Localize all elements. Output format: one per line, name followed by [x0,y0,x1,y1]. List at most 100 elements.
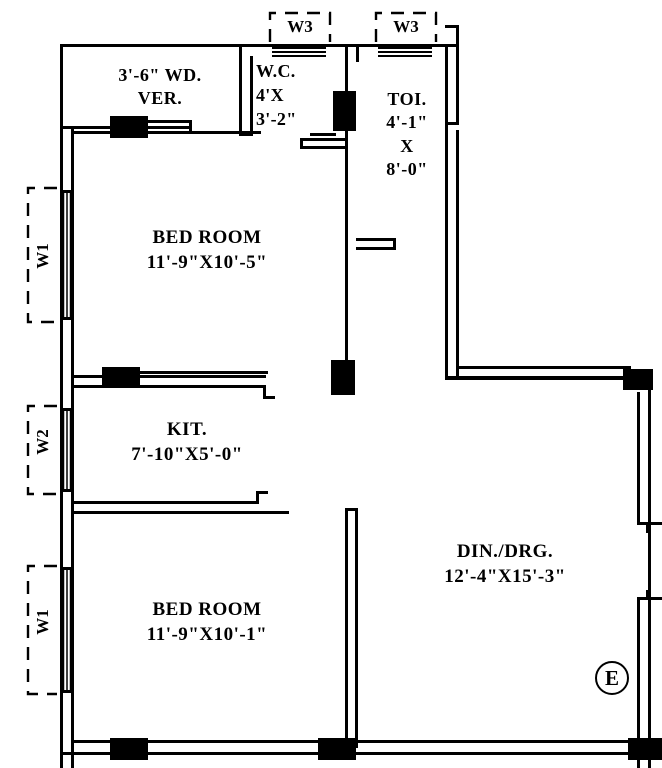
room-label-bedroom-top: BED ROOM 11'-9"X10'-5" [92,226,322,275]
room-label-toilet-line2: 4'-1" [386,112,428,133]
column-bottom-left [110,738,148,760]
door-verandah-leaf-cap [189,120,192,134]
window-w1-top-jambB [60,317,74,320]
wall-wc-bottom-left-cap [300,138,303,149]
tag-box-w1-bottom [26,564,57,696]
window-tag-boxes [26,11,438,696]
wall-wc-right-outer [345,46,348,376]
tag-box-w2 [26,404,57,496]
room-label-dining-drawing: DIN./DRG. 12'-4"X15'-3" [395,540,615,589]
room-label-wc-line1: W.C. [256,61,296,81]
wall-kitchen-bedroom-jog [256,491,259,504]
wall-right-window-jamb-top [646,525,649,533]
room-label-verandah-line1: 3'-6" WD. [118,65,202,85]
window-w3-right-rail-bot [378,55,432,57]
room-label-verandah-line2: VER. [137,88,183,109]
room-label-bedroom-bottom-line1: BED ROOM [152,599,262,620]
window-group-left [60,190,74,693]
wall-toilet-door-jamb-bottom [356,247,396,250]
column-mid-right [331,360,355,395]
wall-wc-bottom [300,138,348,141]
wall-right-exterior-outer [648,380,651,768]
room-label-toilet-line1: TOI. [387,89,427,109]
wall-central-partition-right [355,508,358,748]
window-w3-right-rail-top [378,47,432,49]
room-label-dining-line2: 12'-4"X15'-3" [444,565,566,587]
window-w1-top-jambA [60,190,74,193]
wall-kitchen-divider-end-cap [263,385,266,399]
wall-group-outer [60,25,662,768]
window-tag-w3-right: W3 [393,17,419,36]
room-label-bedroom-bottom: BED ROOM 11'-9"X10'-1" [92,598,322,647]
room-label-kitchen-line1: KIT. [166,419,208,440]
room-label-kitchen-line2: 7'-10"X5'-0" [131,443,243,465]
window-tag-w2: W2 [33,429,52,455]
room-label-kitchen: KIT. 7'-10"X5'-0" [80,418,294,467]
wall-toilet-right-outer [445,46,448,376]
wall-toilet-door-jamb-cap [393,238,396,250]
wall-bedroom-kitchen-divider-top [71,375,266,378]
column-bottom-mid [318,738,356,760]
wall-group-interior [71,238,396,748]
door-verandah-leaf-bottom [148,131,192,134]
room-label-bedroom-top-line2: 11'-9"X10'-5" [146,251,268,273]
column-dining-topright [623,369,653,390]
wall-kitchen-bedroom-jog-2 [256,491,268,494]
wall-right-window-top-cap [637,522,662,525]
window-w1-bottom-jambB [60,690,74,693]
window-w2-jambB [60,489,74,492]
tag-box-w1-top [26,186,57,324]
wall-toilet-right-inner-top [456,25,459,125]
window-w3-left-rail-bot [272,55,326,57]
room-label-wc-line2: 4'X [256,84,284,105]
wall-central-partition-cap [345,508,358,511]
door-wc-leaf [310,133,336,136]
column-kitchen-top [102,367,140,388]
column-verandah-door [110,116,148,138]
window-tag-w1-top: W1 [33,243,52,269]
room-label-bedroom-bottom-line2: 11'-9"X10'-1" [146,623,268,645]
door-verandah-leaf-top [148,120,192,123]
room-label-wc-line3: 3'-2" [256,108,297,129]
wall-bottom-outer [60,752,662,755]
wall-toilet-right-notch [445,122,457,125]
window-tag-w1-bottom: W1 [33,609,52,635]
wall-bottom-inner [71,740,662,743]
column-bottom-right [628,738,662,760]
wall-bedroom-kitchen-divider-bottom [71,385,266,388]
wall-right-exterior-inner-2 [637,600,640,768]
wall-dining-top-inner [456,366,631,369]
entry-marker-label: E [604,665,619,690]
entry-marker-icon: E [595,661,629,695]
wall-wc-left-cap [239,133,253,136]
room-label-wc: W.C. 4'X 3'-2" [256,60,348,131]
wall-right-window-bot-cap [637,597,662,600]
wall-right-exterior-inner [637,392,640,522]
room-label-toilet: TOI. 4'-1"X 8'-0" [362,88,452,182]
room-label-dining-line1: DIN./DRG. [456,541,554,562]
room-label-toilet-line4: 8'-0" [386,159,428,180]
door-group [140,120,336,374]
wall-wc-left-outer [239,46,242,136]
wall-kitchen-bedroom-divider-top [71,501,256,504]
column-wc-right [333,91,356,131]
wall-central-partition-left [345,508,348,748]
window-w3-right-rail-mid [378,51,432,53]
window-tag-w3-left: W3 [287,17,313,36]
wall-toilet-door-jamb-top [356,238,396,241]
room-label-bedroom-top-line1: BED ROOM [152,227,262,248]
wall-top-right-exterior [250,44,456,47]
wall-left-exterior-outer [60,128,63,768]
wall-kitchen-divider-end-cap2 [263,396,275,399]
wall-kitchen-bedroom-divider-bottom [71,511,289,514]
wall-wc-left-inner [250,56,253,136]
window-w1-bottom-jambA [60,567,74,570]
room-label-verandah: 3'-6" WD. VER. [95,64,225,111]
wall-toilet-right-top-jog [445,25,459,28]
wall-toilet-right-inner-bottom [456,130,459,376]
room-label-toilet-line3: X [400,135,414,156]
wall-right-window-jamb-bottom [646,590,649,598]
wall-wc-bottom-2 [300,146,348,149]
